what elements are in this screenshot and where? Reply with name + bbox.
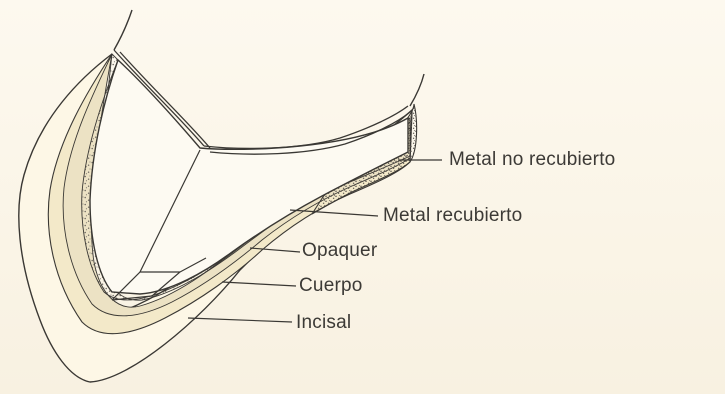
label-opaquer: Opaquer: [302, 240, 377, 262]
label-metal-no-recubierto: Metal no recubierto: [449, 149, 615, 171]
leader-incisal: [188, 318, 292, 322]
lingual-root-line: [410, 74, 424, 106]
label-cuerpo: Cuerpo: [299, 275, 363, 297]
leader-cuerpo: [222, 282, 296, 286]
labial-root-line: [114, 10, 132, 50]
label-incisal: Incisal: [296, 312, 351, 334]
label-metal-recubierto: Metal recubierto: [383, 205, 522, 227]
